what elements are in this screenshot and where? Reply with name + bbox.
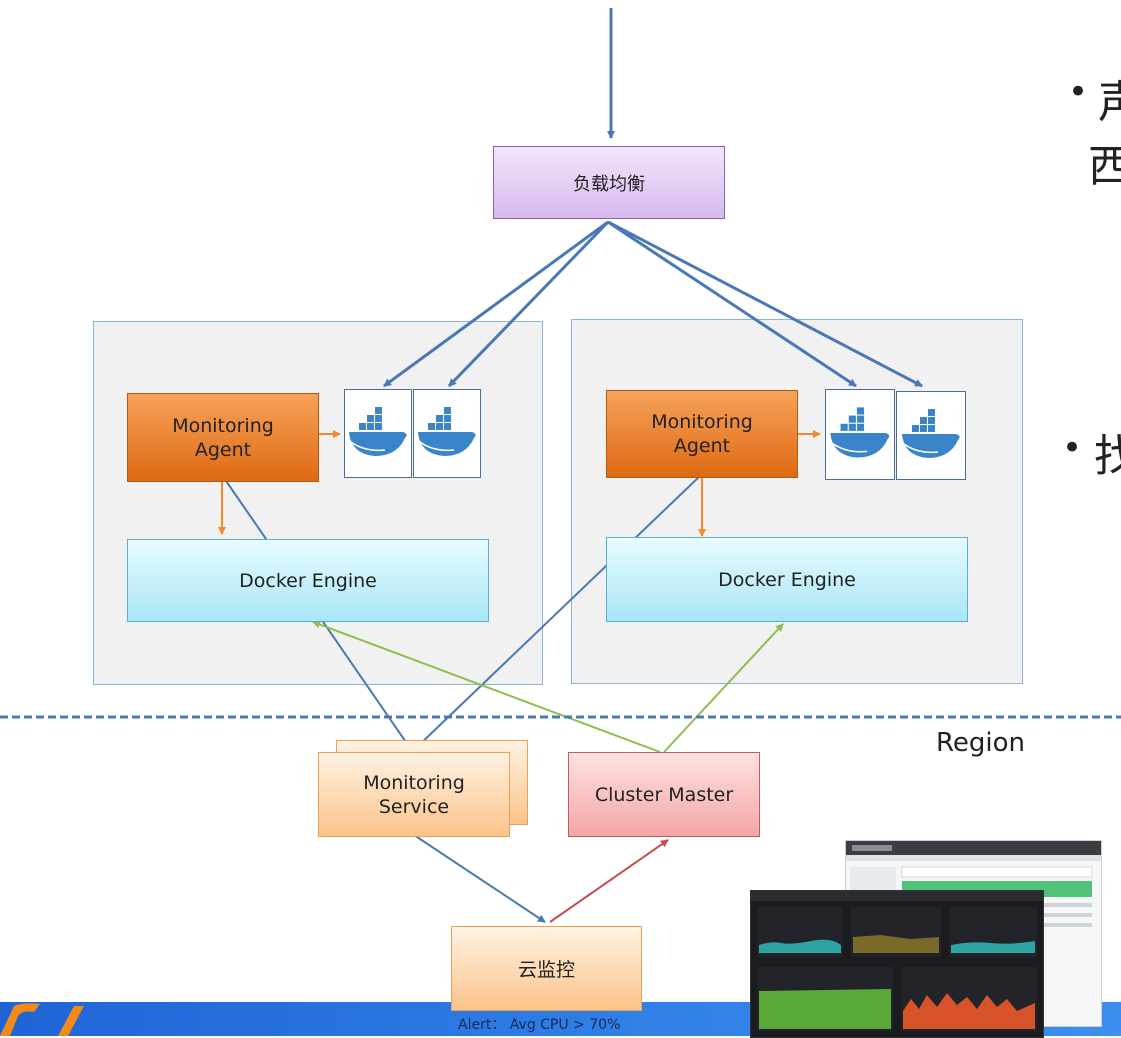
- container-right-2: [896, 391, 966, 480]
- load-balancer-label: 负载均衡: [573, 173, 645, 195]
- cloud-to-master: [549, 839, 669, 923]
- docker-whale-icon: [830, 407, 890, 458]
- logo-fragment-icon: [0, 1003, 84, 1036]
- bullet-dot-1: •: [1068, 72, 1089, 112]
- slide-text-fragment-1: 声: [1098, 77, 1121, 128]
- docker-engine-right-label: Docker Engine: [718, 568, 856, 591]
- docker-engine-left-label: Docker Engine: [239, 569, 377, 592]
- lb-to-container-4: [607, 220, 923, 388]
- docker-whale-icon: [902, 409, 960, 458]
- docker-engine-left: Docker Engine: [127, 539, 489, 622]
- monitoring-agent-right-label: Monitoring Agent: [651, 411, 753, 457]
- monitoring-agent-right: Monitoring Agent: [606, 390, 798, 478]
- docker-whale-icon: [418, 407, 476, 456]
- container-left-2: [413, 389, 481, 478]
- master-to-engine-right: [663, 623, 784, 753]
- agent-right-to-service: [415, 475, 701, 749]
- service-to-cloud: [413, 834, 546, 923]
- bullet-dot-2: •: [1062, 428, 1083, 468]
- container-right-1: [825, 389, 895, 480]
- monitoring-service-label: Monitoring Service: [363, 771, 465, 818]
- docker-whale-icon: [349, 407, 407, 456]
- monitoring-agent-left-label: Monitoring Agent: [172, 414, 274, 461]
- slide-text-fragment-3: 找: [1094, 431, 1121, 482]
- slide-text-fragment-2: 西: [1088, 141, 1121, 192]
- monitoring-service-node: Monitoring Service: [318, 752, 510, 837]
- cloud-monitor-node: 云监控: [451, 926, 642, 1011]
- master-to-engine-left: [312, 620, 661, 753]
- lb-to-container-3: [607, 220, 857, 388]
- dashboard-screenshot-icon: [751, 891, 1043, 1031]
- alert-text: Alert： Avg CPU > 70%: [458, 1017, 621, 1033]
- monitoring-agent-left: Monitoring Agent: [127, 393, 319, 482]
- docker-engine-right: Docker Engine: [606, 537, 968, 622]
- load-balancer-node: 负载均衡: [493, 146, 725, 219]
- host-box-right: [571, 319, 1023, 684]
- cluster-master-label: Cluster Master: [594, 783, 734, 806]
- lb-to-container-2: [447, 220, 610, 388]
- lb-to-container-1: [383, 220, 609, 388]
- container-left-1: [344, 389, 412, 478]
- cloud-monitor-label: 云监控: [517, 959, 575, 981]
- region-label: Region: [936, 728, 1026, 758]
- dashboard-screenshot-dark: [750, 890, 1044, 1038]
- cluster-master-node: Cluster Master: [568, 752, 760, 837]
